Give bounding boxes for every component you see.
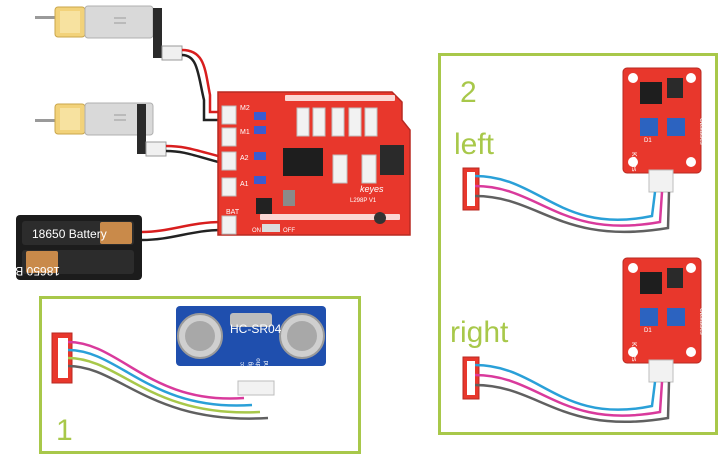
board-off-label: OFF — [283, 228, 295, 234]
ir-right-d1-label: D1 — [644, 328, 652, 334]
board-model: L298P V1 — [350, 198, 377, 204]
motor-driver-board — [217, 91, 411, 236]
battery-black-wire — [141, 228, 223, 242]
board-port-3: A2 — [240, 155, 249, 162]
panel-1-frame — [39, 296, 361, 454]
left-sensor-label: left — [454, 128, 495, 161]
right-sensor-label: right — [450, 316, 509, 349]
ultrasonic-pin-4: Gnd — [264, 361, 270, 372]
battery-top-label: 18650 Battery — [32, 227, 107, 241]
ultrasonic-t-label: T — [184, 365, 190, 375]
board-port-2: M1 — [240, 129, 250, 136]
ir-right-obstacles-label: Obstacles — [698, 308, 704, 335]
panel-2-frame — [438, 53, 718, 435]
board-brand: keyes — [360, 184, 384, 194]
panel-2-number: 2 — [460, 76, 477, 109]
motor-bottom — [35, 102, 167, 157]
board-on-label: ON — [252, 228, 261, 234]
motor-top — [35, 5, 183, 61]
board-port-1: M2 — [240, 105, 250, 112]
ir-right-cable — [474, 363, 671, 423]
ultrasonic-model: HC-SR04 — [230, 322, 282, 336]
ir-left-keyes-label: Keyes — [630, 152, 637, 172]
motor-bottom-red-wire — [165, 144, 223, 159]
motor-top-red-wire — [181, 48, 222, 114]
ultrasonic-sensor — [176, 306, 326, 396]
ultrasonic-pin-1: Vcc — [240, 362, 246, 372]
ir-sensor-left — [622, 67, 702, 193]
ir-sensor-right — [622, 257, 702, 383]
ultrasonic-r-label: R — [311, 365, 318, 375]
battery-bottom-label: 18650 Battery — [0, 264, 60, 278]
ir-left-cable — [474, 174, 671, 234]
ir-left-obstacles-label: Obstacles — [698, 118, 704, 145]
battery-pack — [16, 215, 142, 280]
ultrasonic-pin-2: Trig — [248, 362, 254, 372]
ultrasonic-cable — [67, 340, 269, 420]
ir-left-d1-label: D1 — [644, 138, 652, 144]
ir-right-connector — [462, 356, 480, 400]
motor-top-black-wire — [181, 53, 222, 122]
panel-1-number: 1 — [56, 414, 73, 447]
ultrasonic-pin-3: Echo — [256, 358, 262, 372]
board-bat-label: BAT — [226, 209, 240, 216]
battery-red-wire — [141, 220, 223, 234]
ir-right-keyes-label: Keyes — [630, 342, 637, 362]
ir-left-connector — [462, 167, 480, 211]
board-voltage-label: 7-9V — [226, 238, 239, 244]
motor-bottom-black-wire — [165, 149, 223, 165]
board-port-4: A1 — [240, 181, 249, 188]
